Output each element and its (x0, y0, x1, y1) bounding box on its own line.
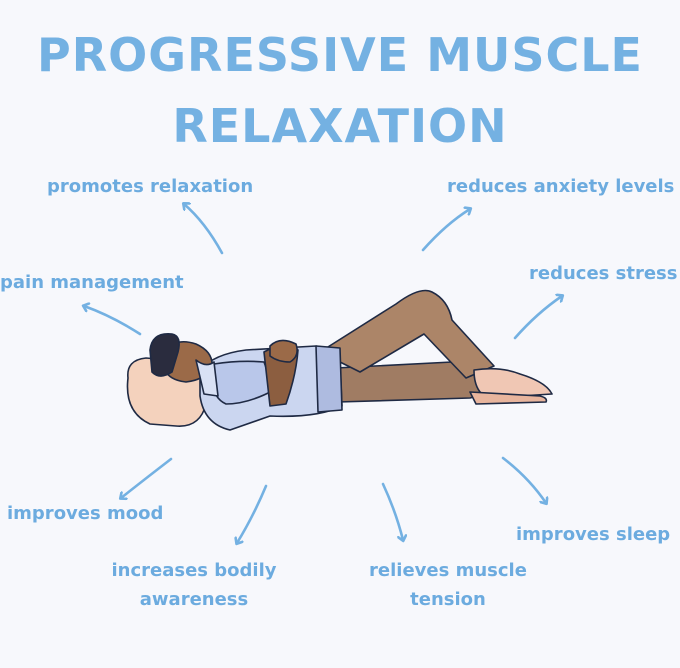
benefit-bodily-awareness-line-2: awareness (139, 589, 249, 610)
title-line-2: RELAXATION (172, 99, 508, 153)
arrow-reduces-stress (513, 296, 562, 340)
benefit-muscle-tension-line-1: relieves muscle (369, 560, 527, 581)
arrow-muscle-tension (381, 482, 403, 540)
title-line-1: PROGRESSIVE MUSCLE (37, 28, 643, 82)
benefit-promotes-relaxation: promotes relaxation (47, 176, 254, 197)
arrow-improves-sleep (501, 456, 546, 503)
hair (149, 333, 180, 377)
arrow-pain-management (84, 306, 142, 336)
arrow-bodily-awareness (237, 484, 268, 543)
shirt-hem (315, 345, 343, 413)
benefit-reduces-anxiety: reduces anxiety levels (447, 176, 675, 197)
benefit-reduces-stress: reduces stress (529, 263, 678, 284)
benefit-bodily-awareness: increases bodily awareness (104, 556, 284, 614)
shoe-front (473, 367, 553, 399)
arrow-improves-mood (121, 457, 173, 498)
benefit-bodily-awareness-line-1: increases bodily (111, 560, 277, 581)
arrow-promotes-relaxation (184, 204, 224, 255)
collar (195, 359, 219, 397)
benefit-improves-mood: improves mood (7, 503, 164, 524)
benefit-muscle-tension: relieves muscle tension (360, 556, 536, 614)
shoe-back (469, 391, 548, 405)
benefit-improves-sleep: improves sleep (516, 524, 671, 545)
person-figure (126, 289, 553, 431)
hands (269, 339, 298, 363)
arrow-reduces-anxiety (421, 209, 470, 252)
benefit-pain-management: pain management (0, 272, 184, 293)
benefit-muscle-tension-line-2: tension (410, 589, 486, 610)
leg-raised (319, 289, 495, 379)
